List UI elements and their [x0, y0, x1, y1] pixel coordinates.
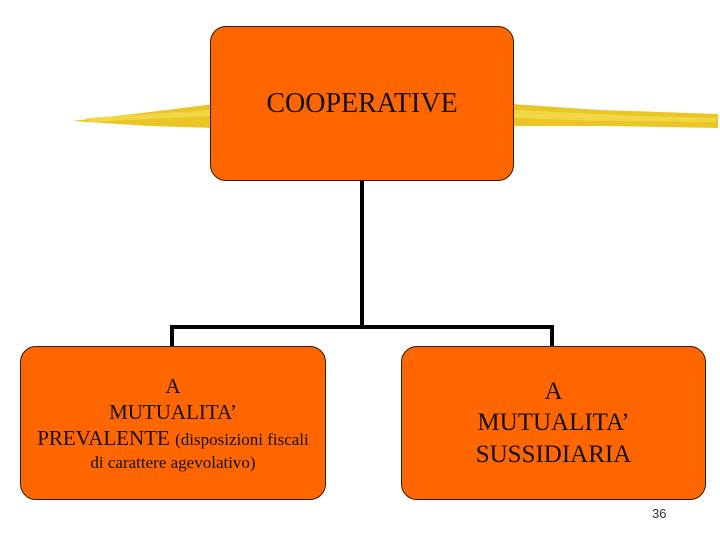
node-mutualita-sussidiaria: A MUTUALITA’ SUSSIDIARIA [401, 346, 706, 500]
page-number: 36 [652, 506, 666, 521]
node-mutualita-prevalente: A MUTUALITA’ PREVALENTE (disposizioni fi… [20, 346, 326, 500]
node-left-line1: A [165, 373, 180, 399]
node-right-line1: A [544, 376, 562, 407]
connector-vertical-right [550, 325, 554, 347]
node-right-line3: SUSSIDIARIA [476, 439, 632, 470]
connector-vertical-root [360, 181, 364, 327]
node-cooperative: COOPERATIVE [210, 26, 514, 181]
connector-vertical-left [170, 325, 174, 347]
node-left-line3-note: (disposizioni fiscali [175, 430, 309, 449]
node-left-line3: PREVALENTE (disposizioni fiscali [37, 425, 309, 451]
node-right-line2: MUTUALITA’ [477, 407, 629, 438]
node-cooperative-label: COOPERATIVE [266, 88, 457, 120]
node-left-line2: MUTUALITA’ [109, 399, 237, 425]
node-left-line3-main: PREVALENTE [37, 426, 170, 450]
node-left-line4: di carattere agevolativo) [90, 452, 255, 473]
connector-horizontal [170, 325, 554, 329]
